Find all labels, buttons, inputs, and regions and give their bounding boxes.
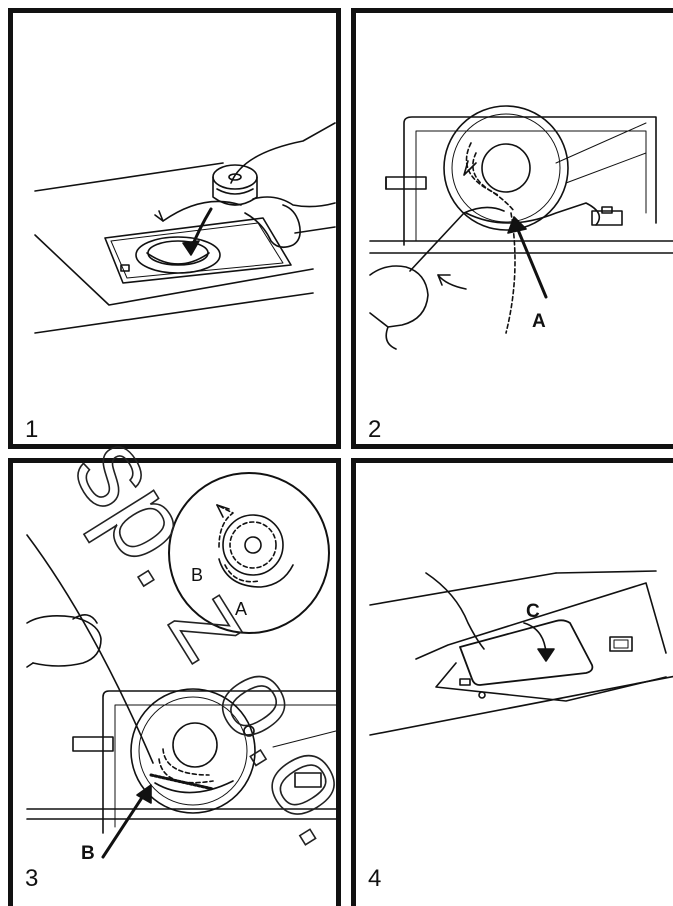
label-a: A [532,311,546,332]
inset-label-a: A [235,599,247,619]
step-4-panel: C 4 [351,458,673,906]
step-4-illustration: C [356,463,673,901]
inset-label-b: B [191,565,203,585]
step-number: 2 [368,418,381,442]
label-b: B [81,843,95,864]
step-3-illustration: B A B [13,463,336,901]
step-2-panel: A 2 [351,8,673,449]
step-1-panel: 1 [8,8,341,449]
step-number: 3 [25,867,38,891]
step-number: 4 [368,867,381,891]
label-c: C [526,601,540,622]
step-3-panel: B A B 3 [8,458,341,906]
step-1-illustration [13,13,336,444]
step-number: 1 [25,418,38,442]
step-2-illustration: A [356,13,673,444]
